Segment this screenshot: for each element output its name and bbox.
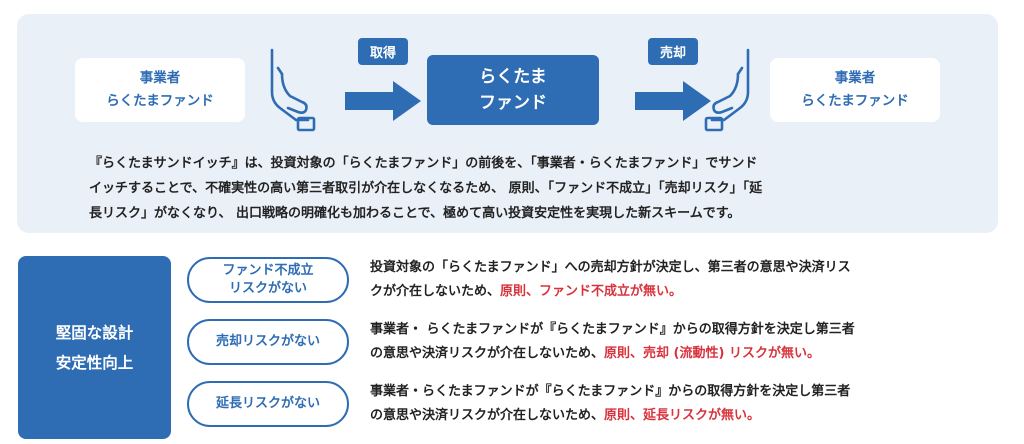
acquire-label: 取得: [357, 38, 408, 65]
fund-box: らくたま ファンド: [427, 55, 599, 125]
acquire-step: 取得: [325, 38, 441, 121]
right-party-line2: らくたまファンド: [801, 93, 909, 109]
right-arrow-icon: [345, 81, 421, 121]
risk-text-line2: の意思や決済リスクが介在しないため、原則、売却 (流動性) リスクが無い。: [370, 342, 1000, 366]
stability-sidebar: 堅固な設計 安定性向上: [18, 256, 171, 439]
sale-label: 売却: [647, 38, 698, 65]
pill-line2: リスクがない: [228, 281, 307, 296]
description-line: 『らくたまサンドイッチ』は、投資対象の「らくたまファンド」の前後を、「事業者・ら…: [89, 156, 758, 171]
pill-line1: ファンド不成立: [222, 263, 314, 278]
risk-text-highlight: 原則、延長リスクが無い。: [604, 408, 761, 423]
risk-text-plain: の意思や決済リスクが介在しないため、: [370, 346, 605, 361]
left-party-box: 事業者 らくたまファンド: [75, 58, 245, 122]
description-line: 長リスク」がなくなり、 出口戦略の明確化も加わることで、極めて高い投資安定性を実…: [89, 206, 741, 221]
fund-line1: らくたま: [479, 67, 547, 87]
risk-text-plain: の意思や決済リスクが介在しないため、: [370, 408, 605, 423]
risk-text-extension: 事業者・らくたまファンドが『らくたまファンド』からの取得方針を決定し第三者 の意…: [370, 380, 1000, 428]
risk-row-extension: 延長リスクがない 事業者・らくたまファンドが『らくたまファンド』からの取得方針を…: [187, 378, 1007, 430]
right-party-box: 事業者 らくたまファンド: [770, 58, 940, 122]
risk-text-highlight: 原則、売却 (流動性) リスクが無い。: [604, 346, 820, 361]
left-party-line1: 事業者: [139, 70, 181, 86]
pill-line1: 売却リスクがない: [215, 334, 320, 349]
risk-text-plain: クが介在しないため、: [370, 284, 501, 299]
left-party-line2: らくたまファンド: [106, 93, 214, 109]
risk-text-line2: クが介在しないため、原則、ファンド不成立が無い。: [370, 280, 1000, 304]
sidebar-line1: 堅固な設計: [55, 323, 134, 342]
risk-text-line1: 事業者・ らくたまファンドが『らくたまファンド』からの取得方針を決定し第三者: [370, 322, 855, 337]
risk-text-line2: の意思や決済リスクが介在しないため、原則、延長リスクが無い。: [370, 404, 1000, 428]
risk-row-fund-failure: ファンド不成立 リスクがない 投資対象の「らくたまファンド」への売却方針が決定し…: [187, 254, 1007, 306]
pill-line1: 延長リスクがない: [215, 396, 320, 411]
right-party-line1: 事業者: [834, 70, 876, 86]
scheme-description: 『らくたまサンドイッチ』は、投資対象の「らくたまファンド」の前後を、「事業者・ら…: [89, 151, 939, 226]
risk-pill-extension: 延長リスクがない: [187, 381, 349, 427]
risk-text-sale: 事業者・ らくたまファンドが『らくたまファンド』からの取得方針を決定し第三者 の…: [370, 318, 1000, 366]
risk-text-line1: 事業者・らくたまファンドが『らくたまファンド』からの取得方針を決定し第三者: [370, 384, 851, 399]
giving-hand-icon: [270, 48, 316, 132]
risk-pill-fund-failure: ファンド不成立 リスクがない: [187, 257, 349, 303]
receiving-hand-icon: [704, 48, 750, 132]
risk-text-fund-failure: 投資対象の「らくたまファンド」への売却方針が決定し、第三者の意思や決済リス クが…: [370, 256, 1000, 304]
right-arrow-icon: [635, 81, 711, 121]
sidebar-line2: 安定性向上: [55, 353, 134, 372]
fund-line2: ファンド: [479, 93, 547, 113]
risk-row-sale: 売却リスクがない 事業者・ らくたまファンドが『らくたまファンド』からの取得方針…: [187, 316, 1007, 368]
risk-pill-sale: 売却リスクがない: [187, 319, 349, 365]
risk-text-highlight: 原則、ファンド不成立が無い。: [500, 284, 683, 299]
risk-text-line1: 投資対象の「らくたまファンド」への売却方針が決定し、第三者の意思や決済リス: [370, 260, 851, 275]
description-line: イッチすることで、不確実性の高い第三者取引が介在しなくなるため、 原則、「ファン…: [89, 181, 763, 196]
sale-step: 売却: [615, 38, 731, 121]
